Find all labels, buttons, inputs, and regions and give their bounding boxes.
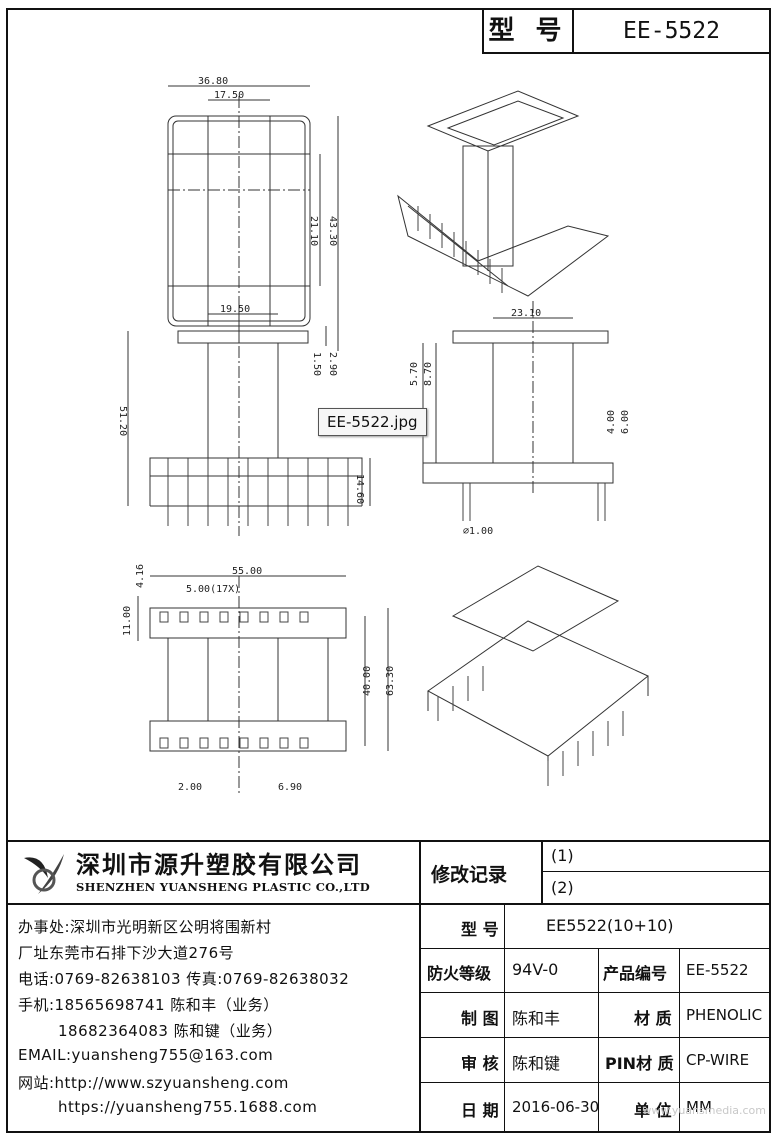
dim-v: 2.00 bbox=[178, 782, 202, 793]
company-logo-icon bbox=[18, 848, 70, 900]
phone-fax: 电话:0769-82638103 传真:0769-82638032 bbox=[18, 970, 350, 988]
dim-e: 19.50 bbox=[220, 304, 250, 315]
divider bbox=[679, 948, 680, 1133]
material-value: PHENOLIC bbox=[686, 1006, 763, 1024]
fire-rating-label: 防火等级 bbox=[427, 964, 492, 983]
date-value: 2016-06-30 bbox=[512, 1098, 600, 1116]
product-no-label: 产品编号 bbox=[603, 964, 668, 983]
revision-2: (2) bbox=[551, 878, 574, 897]
dim-k: 8.70 bbox=[423, 362, 434, 386]
divider bbox=[419, 903, 771, 905]
dim-t: 6.90 bbox=[278, 782, 302, 793]
model-value: EE-5522 bbox=[623, 18, 720, 44]
dim-r: 55.00 bbox=[232, 566, 262, 577]
unit-label: 单 位 bbox=[634, 1101, 672, 1120]
company-name-cn: 深圳市源升塑胶有限公司 bbox=[76, 851, 362, 879]
pin-material-label: PIN材 质 bbox=[605, 1054, 674, 1073]
technical-drawing: 36.80 17.50 21.10 43.30 bbox=[117, 76, 649, 796]
dim-n: 6.00 bbox=[620, 410, 631, 434]
divider bbox=[419, 992, 771, 993]
drawn-label: 制 图 bbox=[461, 1009, 499, 1028]
dim-b: 17.50 bbox=[214, 90, 244, 101]
side-view: 19.50 51.20 1.50 2.90 14.60 bbox=[117, 304, 371, 536]
pin-material-value: CP-WIRE bbox=[686, 1051, 750, 1069]
drawing-frame bbox=[6, 8, 771, 1133]
divider bbox=[598, 948, 599, 1133]
isometric-bottom bbox=[427, 565, 649, 786]
dim-j: 5.70 bbox=[409, 362, 420, 386]
website: 网站:http://www.szyuansheng.com bbox=[18, 1074, 289, 1092]
divider bbox=[504, 903, 505, 1133]
revision-label: 修改记录 bbox=[431, 864, 508, 886]
email: EMAIL:yuansheng755@163.com bbox=[18, 1046, 274, 1064]
review-label: 审 核 bbox=[461, 1054, 499, 1073]
revision-1: (1) bbox=[551, 846, 574, 865]
divider bbox=[419, 1082, 771, 1083]
mobile-1: 手机:18565698741 陈和丰（业务） bbox=[18, 996, 279, 1014]
title-block-model: 型 号 EE-5522 bbox=[482, 8, 771, 54]
divider bbox=[6, 840, 771, 842]
unit-value: MM bbox=[686, 1098, 712, 1116]
dim-i: 14.60 bbox=[354, 474, 365, 504]
isometric-top bbox=[397, 90, 610, 297]
spec-model-value: EE5522(10+10) bbox=[546, 916, 674, 935]
review-value: 陈和键 bbox=[512, 1054, 561, 1073]
dim-h: 2.90 bbox=[327, 352, 338, 376]
product-no-value: EE-5522 bbox=[686, 961, 749, 979]
divider bbox=[541, 871, 771, 872]
dim-s2: 4.16 bbox=[135, 564, 146, 588]
office-address: 办事处:深圳市光明新区公明将围新村 bbox=[18, 918, 272, 936]
dim-c: 21.10 bbox=[308, 216, 319, 246]
divider bbox=[419, 948, 771, 949]
divider bbox=[6, 903, 419, 905]
title-block: 深圳市源升塑胶有限公司 SHENZHEN YUANSHENG PLASTIC C… bbox=[6, 840, 771, 1133]
drawn-value: 陈和丰 bbox=[512, 1009, 561, 1028]
dim-s: 5.00(17X) bbox=[186, 584, 240, 595]
dim-l: 23.10 bbox=[511, 308, 541, 319]
material-label: 材 质 bbox=[634, 1009, 672, 1028]
fire-rating-value: 94V-0 bbox=[512, 960, 559, 979]
divider bbox=[419, 1037, 771, 1038]
image-filename-label: EE-5522.jpg bbox=[318, 408, 427, 436]
mobile-2: 18682364083 陈和键（业务） bbox=[58, 1022, 283, 1040]
website-2: https://yuansheng755.1688.com bbox=[58, 1098, 318, 1116]
dim-o: ⌀1.00 bbox=[463, 526, 493, 537]
factory-address: 厂址东莞市石排下沙大道276号 bbox=[18, 944, 235, 962]
dim-q: 40.00 bbox=[362, 666, 373, 696]
spec-model-label: 型 号 bbox=[461, 920, 499, 939]
date-label: 日 期 bbox=[461, 1101, 499, 1120]
dim-g: 1.50 bbox=[311, 352, 322, 376]
model-label: 型 号 bbox=[484, 10, 574, 52]
company-name-en: SHENZHEN YUANSHENG PLASTIC CO.,LTD bbox=[76, 880, 371, 894]
dim-p: 63.30 bbox=[385, 666, 396, 696]
divider bbox=[419, 840, 421, 1133]
top-view: 36.80 17.50 21.10 43.30 bbox=[167, 76, 339, 341]
dim-d: 43.30 bbox=[327, 216, 338, 246]
dim-m: 4.00 bbox=[606, 410, 617, 434]
dim-u: 11.00 bbox=[122, 606, 133, 636]
watermark: www.yuansmedia.com bbox=[642, 1104, 766, 1117]
dim-a: 36.80 bbox=[198, 76, 228, 87]
front-view: 23.10 5.70 8.70 4.00 6.00 ⌀1.00 bbox=[409, 301, 631, 537]
bottom-view: 55.00 5.00(17X) 4.16 11.00 40.00 63.30 2… bbox=[122, 564, 396, 796]
dim-f: 51.20 bbox=[117, 406, 128, 436]
